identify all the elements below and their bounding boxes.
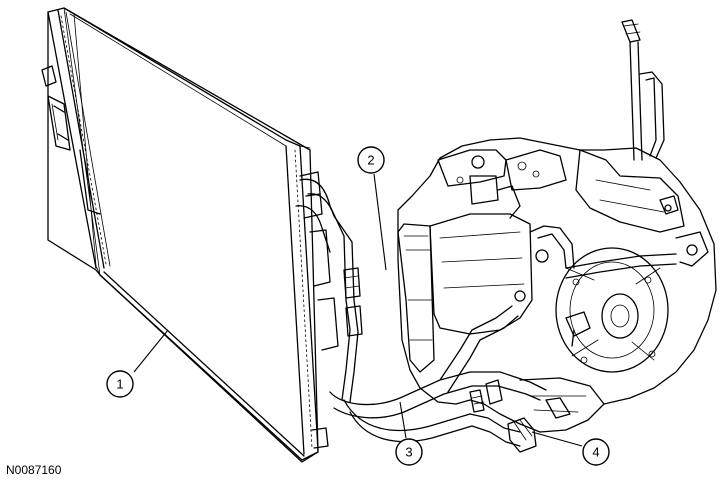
cooler-lines-icon [295, 178, 547, 453]
callout-4-label: 4 [592, 445, 599, 460]
figure-id: N0087160 [6, 463, 62, 477]
callout-1: 1 [106, 329, 169, 398]
callout-2: 2 [357, 146, 387, 271]
callout-1-label: 1 [116, 377, 123, 392]
transaxle-icon [397, 19, 717, 433]
callout-3-label: 3 [405, 445, 412, 460]
callout-4: 4 [531, 431, 610, 466]
callout-3: 3 [395, 401, 423, 466]
condenser-icon [41, 7, 339, 463]
callout-2-label: 2 [367, 153, 374, 168]
